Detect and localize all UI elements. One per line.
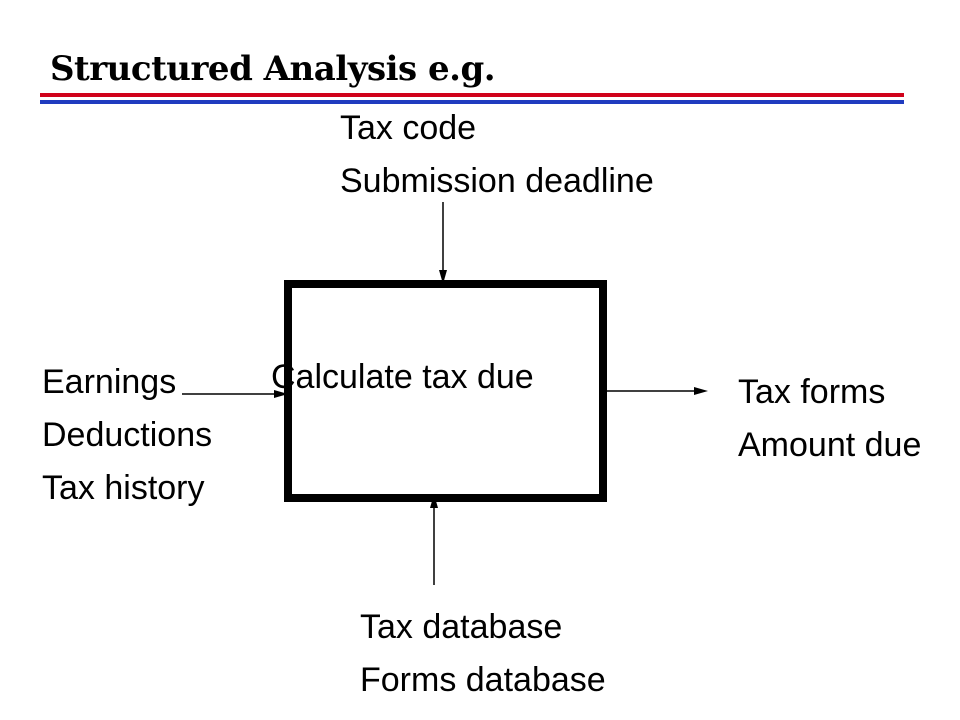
control-arrow	[439, 202, 447, 284]
process-box	[284, 280, 607, 502]
input-labels: Earnings Deductions Tax history	[42, 356, 212, 515]
title-rule-red	[40, 93, 904, 97]
mechanism-label: Forms database	[360, 661, 606, 699]
mechanism-arrow	[430, 494, 438, 585]
control-labels: Tax code Submission deadline	[340, 102, 654, 208]
control-label: Tax code	[340, 109, 477, 147]
control-label: Submission deadline	[340, 162, 654, 200]
slide-title: Structured Analysis e.g.	[50, 49, 496, 89]
title-rule-blue	[40, 100, 904, 104]
output-labels: Tax forms Amount due	[738, 366, 921, 472]
process-label: Calculate tax due	[271, 358, 534, 396]
output-label: Amount due	[738, 426, 922, 464]
output-label: Tax forms	[738, 373, 886, 411]
output-arrow	[604, 387, 708, 395]
input-label: Tax history	[42, 469, 205, 507]
mechanism-label: Tax database	[360, 608, 563, 646]
input-label: Deductions	[42, 416, 213, 454]
input-label: Earnings	[42, 363, 177, 401]
mechanism-labels: Tax database Forms database	[360, 601, 606, 707]
